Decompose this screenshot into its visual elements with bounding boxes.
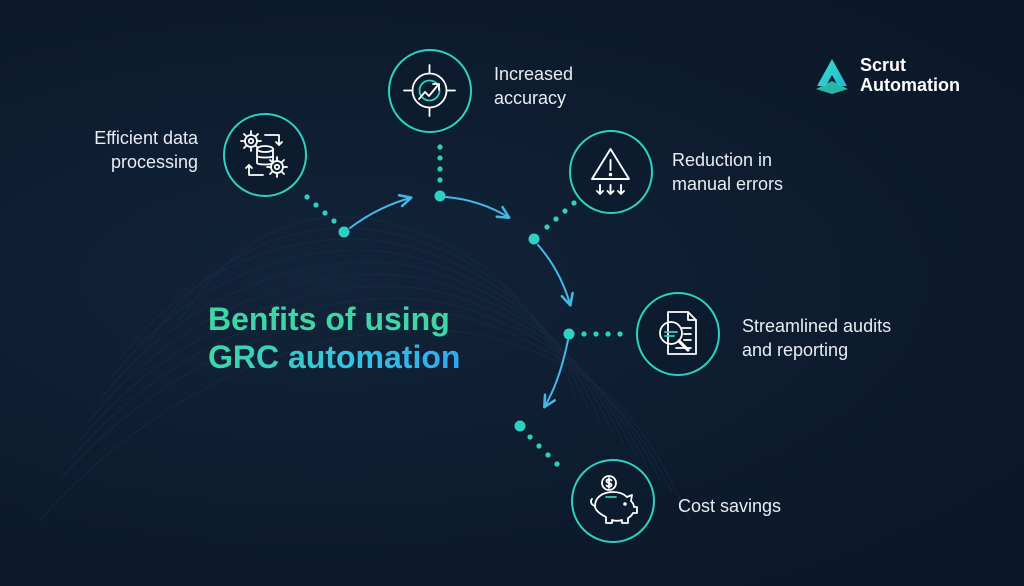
benefit-node-reduction-errors xyxy=(569,130,653,214)
benefit-label-line: accuracy xyxy=(494,88,567,108)
flow-arrows xyxy=(349,194,574,409)
benefit-label-line: Efficient data xyxy=(94,128,198,148)
brand-name-line: Scrut xyxy=(860,55,907,75)
benefit-label-line: processing xyxy=(110,152,198,172)
benefit-label-efficient-data: Efficient data processing xyxy=(52,126,198,174)
scrut-logo-icon xyxy=(816,59,848,94)
brand-logo: Scrut Automation xyxy=(812,54,982,98)
benefit-node-cost-savings xyxy=(571,459,655,543)
gears-database-icon xyxy=(240,130,288,178)
benefit-node-streamlined-audits xyxy=(636,292,720,376)
benefit-label-streamlined-audits: Streamlined audits and reporting xyxy=(742,314,891,362)
piggy-bank-icon xyxy=(590,475,638,524)
page-title: Benfits of using GRC automation xyxy=(208,300,460,376)
title-line-emphasis: GRC automation xyxy=(208,339,461,375)
benefit-label-line: Cost savings xyxy=(678,496,782,516)
dotted-connectors xyxy=(304,144,623,467)
benefit-label-increased-accuracy: Increased accuracy xyxy=(494,62,573,110)
benefit-label-reduction-errors: Reduction in manual errors xyxy=(672,148,783,196)
benefit-label-cost-savings: Cost savings xyxy=(678,494,781,518)
benefit-label-line: Streamlined audits xyxy=(742,316,892,336)
benefit-node-efficient-data xyxy=(223,113,307,197)
benefit-label-line: and reporting xyxy=(742,340,849,360)
magnifier-document-icon xyxy=(659,311,697,355)
benefit-label-line: Reduction in xyxy=(672,150,773,170)
target-growth-chart-icon xyxy=(403,64,456,117)
junction-dots xyxy=(338,190,575,432)
warning-triangle-icon xyxy=(591,148,630,195)
brand-name-line: Automation xyxy=(860,75,960,95)
benefit-label-line: Increased xyxy=(494,64,574,84)
brand-name: Scrut Automation xyxy=(860,55,960,95)
benefit-node-increased-accuracy xyxy=(388,49,472,133)
benefit-label-line: manual errors xyxy=(672,174,784,194)
title-line-primary: Benfits of using xyxy=(208,301,450,337)
